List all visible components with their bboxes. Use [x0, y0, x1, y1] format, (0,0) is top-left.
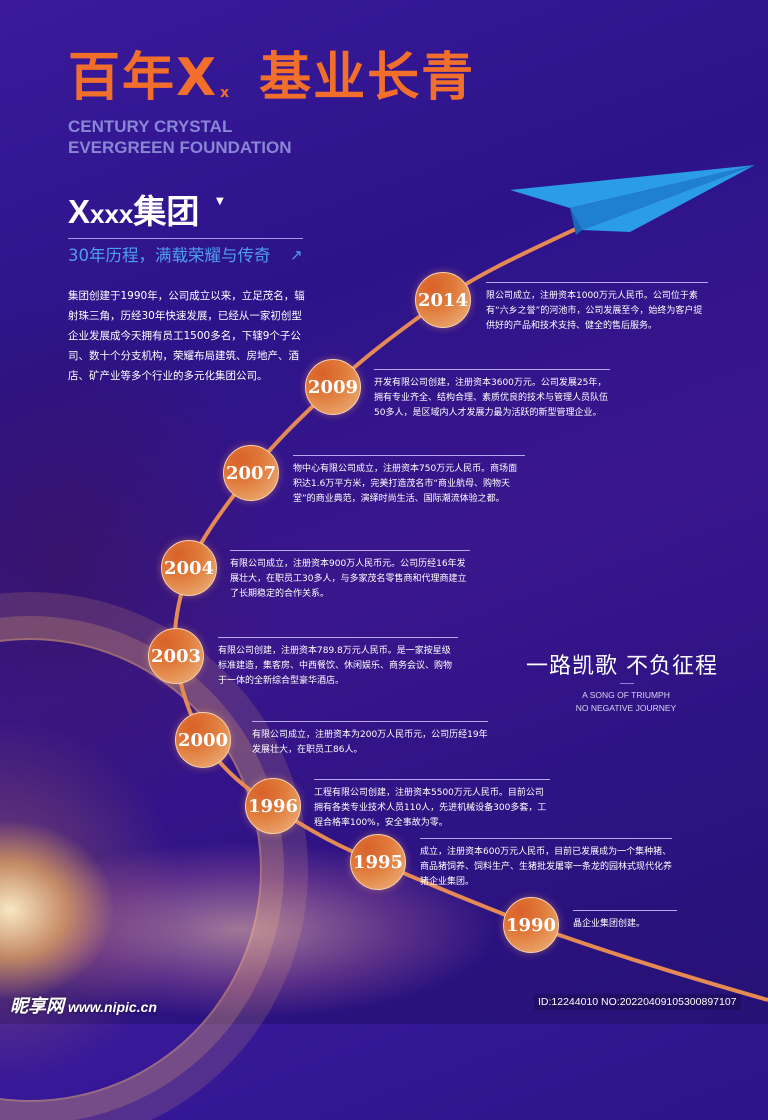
tagline-en: A SONG OF TRIUMPH NO NEGATIVE JOURNEY: [560, 689, 692, 715]
group-slogan: 30年历程，满载荣耀与传奇: [68, 246, 271, 265]
event-rule: [573, 910, 677, 911]
title-subscript: x: [220, 85, 232, 101]
year-node-1990: 1990: [503, 897, 559, 953]
event-text: 工程有限公司创建，注册资本5500万元人民币。目前公司拥有各类专业技术人员110…: [314, 788, 547, 828]
event-rule: [486, 282, 708, 283]
year-node-1996: 1996: [245, 778, 301, 834]
watermark-id: ID:12244010 NO:20220409105300897107: [534, 994, 741, 1010]
timeline-event-2004: 有限公司成立，注册资本900万人民币元。公司历经16年发展壮大，在职员工30多人…: [230, 550, 470, 602]
event-text: 成立，注册资本600万元人民币，目前已发展成为一个集种猪、商品猪饲养、饲料生产、…: [420, 847, 673, 887]
timeline-event-1996: 工程有限公司创建，注册资本5500万元人民币。目前公司拥有各类专业技术人员110…: [314, 779, 550, 831]
event-text: 有限公司成立，注册资本为200万人民币元，公司历经19年发展壮大，在职员工86人…: [252, 730, 488, 755]
tagline-en-line2: NO NEGATIVE JOURNEY: [575, 703, 677, 713]
event-text: 限公司成立，注册资本1000万元人民币。公司位于素有“六乡之誉”的河池市，公司发…: [486, 291, 703, 331]
divider: [68, 238, 303, 239]
watermark-logo-text: 昵享网: [10, 996, 64, 1017]
event-rule: [293, 455, 525, 456]
title-part1: 百年X: [68, 48, 219, 108]
event-rule: [314, 779, 550, 780]
timeline-event-2007: 物中心有限公司成立，注册资本750万元人民币。商场面积达1.6万平方米，完美打造…: [293, 455, 525, 507]
paper-plane-icon: [510, 165, 755, 235]
year-node-2009: 2009: [305, 359, 361, 415]
tagline-cn: 一路凯歌 不负征程: [526, 654, 718, 679]
timeline-event-2000: 有限公司成立，注册资本为200万人民币元，公司历经19年发展壮大，在职员工86人…: [252, 721, 488, 758]
timeline-event-1990: 晶企业集团创建。: [573, 910, 677, 932]
year-node-2007: 2007: [223, 445, 279, 501]
group-name-rest: xxx: [90, 199, 134, 229]
timeline-event-2009: 开发有限公司创建，注册资本3600万元。公司发展25年，拥有专业齐全、结构合理、…: [374, 369, 610, 421]
arrow-up-right-icon: ↗: [290, 246, 303, 264]
group-name-initial: X: [68, 193, 91, 230]
event-rule: [420, 838, 672, 839]
event-text: 有限公司创建，注册资本789.8万元人民币。是一家按星级标准建造，集客房、中西餐…: [218, 646, 453, 686]
tagline-divider: [620, 683, 634, 684]
timeline-event-2003: 有限公司创建，注册资本789.8万元人民币。是一家按星级标准建造，集客房、中西餐…: [218, 637, 458, 689]
event-text: 晶企业集团创建。: [573, 919, 646, 929]
year-node-2003: 2003: [148, 628, 204, 684]
timeline-event-2014: 限公司成立，注册资本1000万元人民币。公司位于素有“六乡之誉”的河池市，公司发…: [486, 282, 708, 334]
year-node-1995: 1995: [350, 834, 406, 890]
triangle-mark-icon: ▼: [216, 196, 224, 207]
group-name-cn: 集团: [133, 193, 200, 230]
year-node-2004: 2004: [161, 540, 217, 596]
event-rule: [230, 550, 470, 551]
title-part2: 基业长青: [259, 48, 476, 108]
group-intro: 集团创建于1990年，公司成立以来，立足茂名，辐射珠三角，历经30年快速发展，已…: [68, 290, 305, 382]
page-subtitle: CENTURY CRYSTAL EVERGREEN FOUNDATION: [68, 116, 292, 158]
year-node-2014: 2014: [415, 272, 471, 328]
watermark-url: www.nipic.cn: [68, 999, 157, 1015]
event-text: 有限公司成立，注册资本900万人民币元。公司历经16年发展壮大，在职员工30多人…: [230, 559, 467, 599]
event-text: 开发有限公司创建，注册资本3600万元。公司发展25年，拥有专业齐全、结构合理、…: [374, 378, 609, 418]
event-text: 物中心有限公司成立，注册资本750万元人民币。商场面积达1.6万平方米，完美打造…: [293, 464, 518, 504]
group-name: Xxxx集团: [68, 192, 199, 234]
event-rule: [252, 721, 488, 722]
year-node-2000: 2000: [175, 712, 231, 768]
event-rule: [374, 369, 610, 370]
event-rule: [218, 637, 458, 638]
subtitle-line2: EVERGREEN FOUNDATION: [68, 138, 292, 157]
tagline-en-line1: A SONG OF TRIUMPH: [582, 690, 670, 700]
timeline-event-1995: 成立，注册资本600万元人民币，目前已发展成为一个集种猪、商品猪饲养、饲料生产、…: [420, 838, 672, 890]
subtitle-line1: CENTURY CRYSTAL: [68, 117, 233, 136]
